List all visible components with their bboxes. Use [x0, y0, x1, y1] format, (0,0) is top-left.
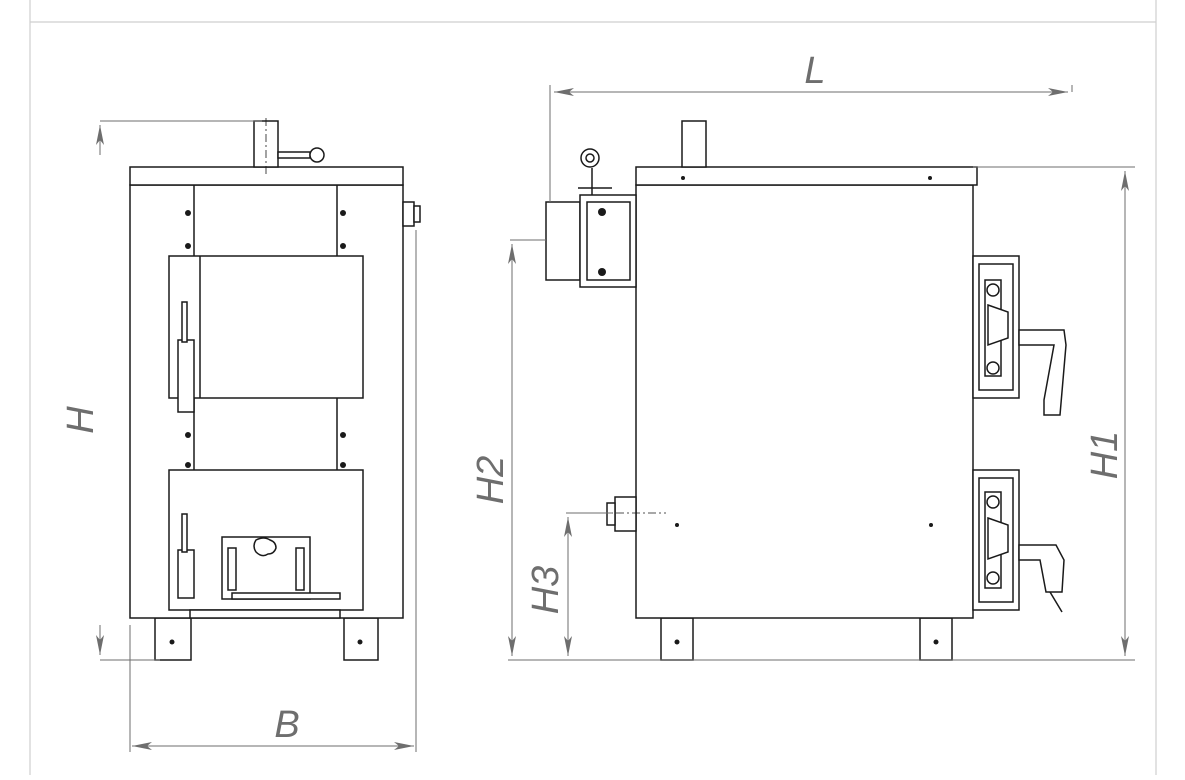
front-lower-door — [168, 469, 364, 611]
side-upper-door — [972, 255, 1067, 416]
front-dimension-lines — [96, 120, 417, 752]
front-upper-door — [168, 255, 364, 413]
side-top-cover — [635, 166, 978, 186]
side-body — [635, 184, 974, 619]
dimension-label-h3: H3 — [525, 566, 567, 615]
side-view — [545, 120, 1067, 661]
front-top-cover — [129, 166, 404, 186]
dimension-label-h2: H2 — [470, 456, 512, 505]
side-dimension-lines — [508, 85, 1135, 661]
front-right-leg — [343, 617, 379, 661]
dimension-label-b: B — [274, 704, 299, 746]
drawing-frame — [29, 0, 1157, 775]
side-right-leg — [919, 617, 953, 661]
side-lower-door — [972, 469, 1065, 613]
front-side-connector — [402, 201, 421, 227]
side-flue-pipe — [681, 120, 707, 168]
side-water-connection — [600, 496, 666, 532]
front-flue-pipe — [253, 118, 325, 176]
dimension-label-h1: H1 — [1084, 431, 1126, 480]
dimension-label-h: H — [60, 406, 102, 434]
front-view — [129, 118, 421, 661]
front-left-leg — [154, 617, 192, 661]
side-flue-box — [545, 148, 637, 288]
dimension-label-l: L — [804, 50, 825, 92]
side-left-leg — [660, 617, 694, 661]
